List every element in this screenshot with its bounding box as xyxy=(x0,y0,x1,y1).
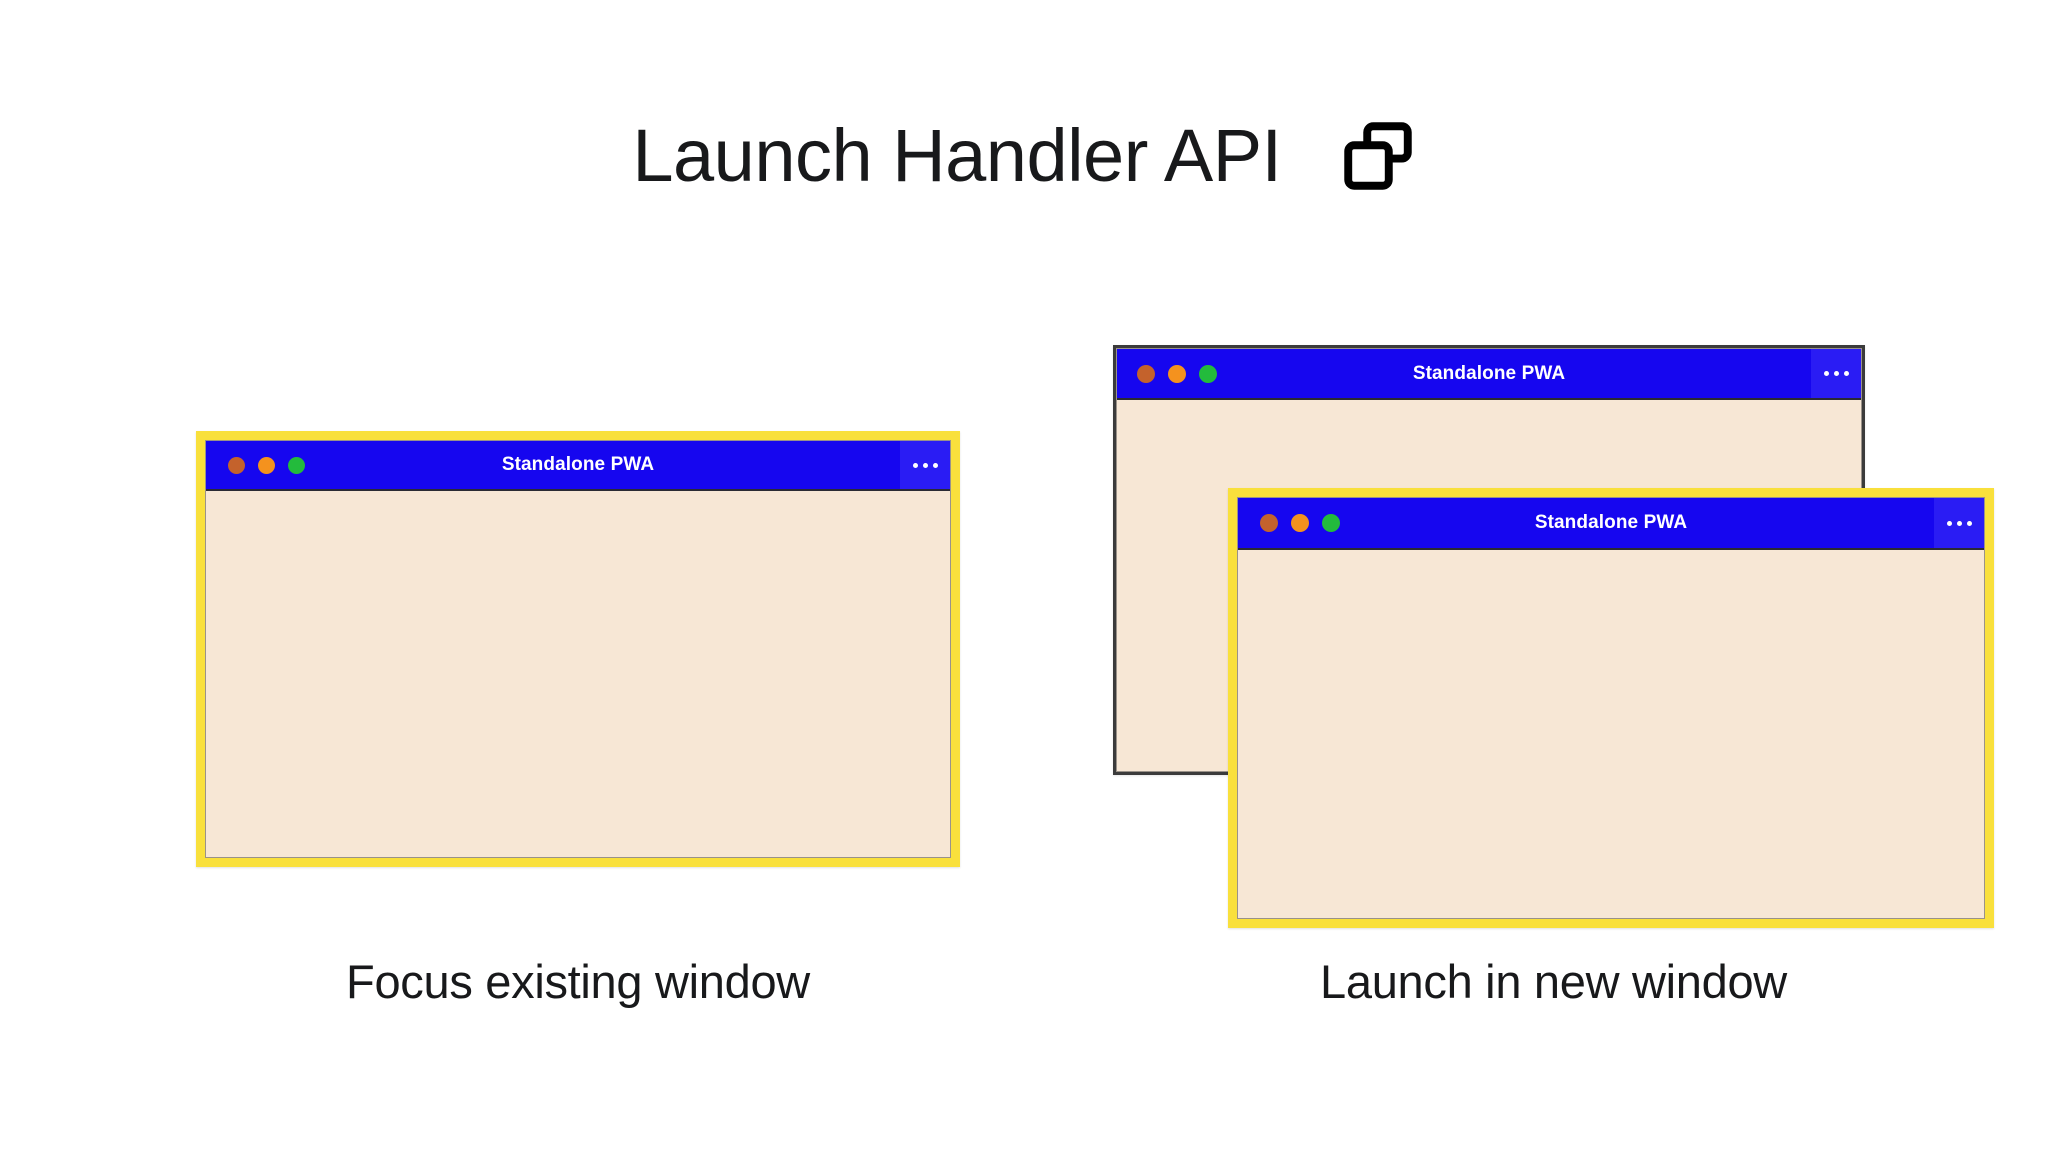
menu-dot-icon xyxy=(1966,520,1972,526)
menu-dot-icon xyxy=(1843,371,1849,376)
menu-dot-icon xyxy=(922,462,928,468)
window-content-area xyxy=(1238,550,1984,918)
menu-dot-icon xyxy=(1833,371,1839,376)
window-frame: Standalone PWA xyxy=(1237,497,1985,919)
window-titlebar[interactable]: Standalone PWA xyxy=(206,441,950,491)
close-button-icon[interactable] xyxy=(228,456,245,474)
menu-dot-icon xyxy=(1956,520,1962,526)
window-frame: Standalone PWA xyxy=(205,440,951,858)
minimize-button-icon[interactable] xyxy=(258,456,275,474)
caption-focus-existing-window: Focus existing window xyxy=(346,955,810,1008)
menu-dot-icon xyxy=(1823,371,1829,376)
page-heading: Launch Handler API xyxy=(0,118,2048,194)
overflow-menu-button[interactable] xyxy=(900,441,950,489)
pwa-window-newly-launched[interactable]: Standalone PWA xyxy=(1228,488,1994,928)
menu-dot-icon xyxy=(912,462,918,468)
minimize-button-icon[interactable] xyxy=(1168,364,1186,383)
overflow-menu-button[interactable] xyxy=(1811,349,1861,398)
maximize-button-icon[interactable] xyxy=(1199,364,1217,383)
window-title: Standalone PWA xyxy=(501,454,655,475)
traffic-lights xyxy=(1137,364,1217,383)
menu-dot-icon xyxy=(932,462,938,468)
multi-window-icon xyxy=(1340,118,1416,194)
window-content-area xyxy=(206,491,950,857)
caption-launch-in-new-window: Launch in new window xyxy=(1320,955,1787,1008)
pwa-window-focus-existing[interactable]: Standalone PWA xyxy=(196,431,960,867)
maximize-button-icon[interactable] xyxy=(288,456,305,474)
overflow-menu-button[interactable] xyxy=(1934,498,1984,548)
close-button-icon[interactable] xyxy=(1137,364,1155,383)
minimize-button-icon[interactable] xyxy=(1291,514,1309,532)
menu-dot-icon xyxy=(1946,520,1952,526)
page-title: Launch Handler API xyxy=(632,114,1282,197)
window-title: Standalone PWA xyxy=(1412,362,1566,384)
close-button-icon[interactable] xyxy=(1260,514,1278,532)
window-titlebar[interactable]: Standalone PWA xyxy=(1238,498,1984,550)
traffic-lights xyxy=(1260,514,1340,532)
window-titlebar[interactable]: Standalone PWA xyxy=(1117,349,1861,400)
window-title: Standalone PWA xyxy=(1534,512,1688,533)
maximize-button-icon[interactable] xyxy=(1322,514,1340,532)
traffic-lights xyxy=(228,456,305,474)
